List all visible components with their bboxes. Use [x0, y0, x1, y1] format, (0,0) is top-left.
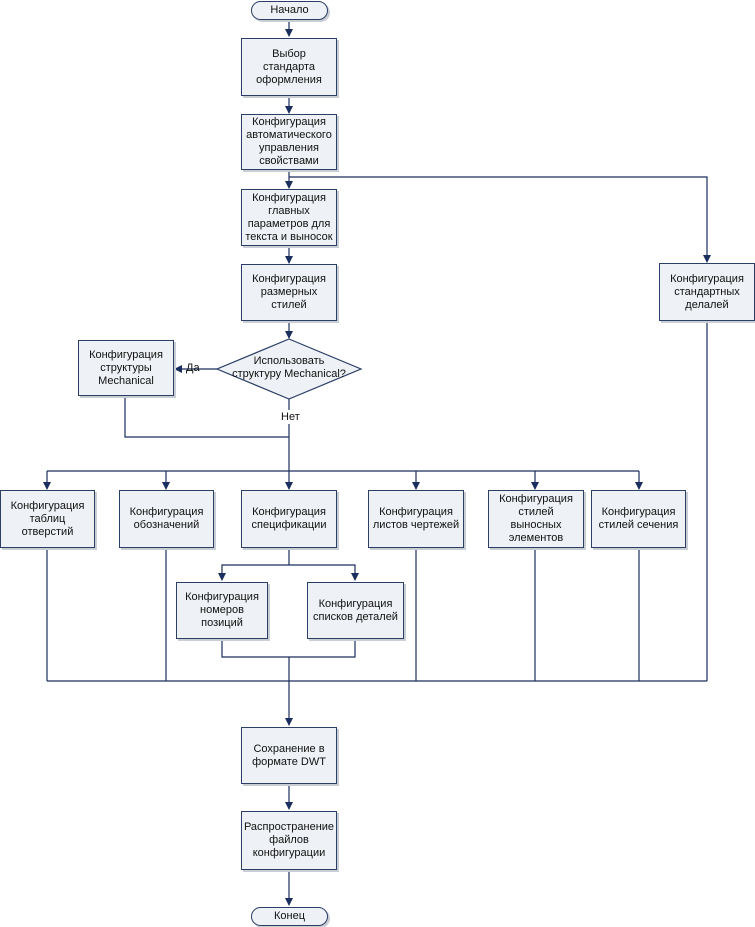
- start-label: Начало: [270, 4, 309, 16]
- text-leaders-box: Конфигурация главных параметров для текс…: [241, 189, 337, 246]
- dim-styles-box: Конфигурация размерных стилей: [241, 264, 337, 321]
- distribute-label: Распространение файлов конфигурации: [243, 821, 335, 859]
- auto-properties-box: Конфигурация автоматического управления …: [241, 114, 337, 170]
- section-styles-box: Конфигурация стилей сечения: [591, 490, 686, 548]
- symbols-label: Конфигурация обозначений: [129, 506, 204, 531]
- hole-tables-box: Конфигурация таблиц отверстий: [0, 490, 95, 548]
- std-parts-box: Конфигурация стандартных делалей: [659, 263, 755, 321]
- edge-split-parts: [289, 564, 359, 581]
- drawing-sheets-box: Конфигурация листов чертежей: [368, 490, 464, 548]
- no-label: Нет: [281, 411, 300, 423]
- std-parts-label: Конфигурация стандартных делалей: [670, 272, 744, 311]
- edge-auto-stdparts: [289, 176, 711, 263]
- leader-styles-box: Конфигурация стилей выносных элементов: [488, 490, 584, 548]
- auto-properties-label: Конфигурация автоматического управления …: [246, 116, 332, 167]
- edge-split-items: [218, 564, 289, 581]
- decision-diamond: [215, 338, 363, 400]
- end-terminal: Конец: [251, 907, 328, 926]
- yes-label: Да: [186, 362, 200, 374]
- edge-sub-merge: [221, 639, 356, 658]
- parts-lists-label: Конфигурация списков деталей: [313, 597, 398, 623]
- hole-tables-label: Конфигурация таблиц отверстий: [10, 499, 85, 538]
- save-dwt-label: Сохранение в формате DWT: [252, 742, 326, 768]
- item-numbers-box: Конфигурация номеров позиций: [176, 582, 268, 639]
- drawing-sheets-label: Конфигурация листов чертежей: [372, 506, 460, 531]
- specs-label: Конфигурация спецификации: [251, 506, 327, 531]
- text-leaders-label: Конфигурация главных параметров для текс…: [245, 191, 333, 243]
- select-standard-box: Выбор стандарта оформления: [241, 38, 337, 96]
- distribute-box: Распространение файлов конфигурации: [241, 811, 337, 870]
- item-numbers-label: Конфигурация номеров позиций: [185, 591, 259, 629]
- decision-label: Использовать структуру Mechanical?: [232, 355, 346, 380]
- leader-styles-label: Конфигурация стилей выносных элементов: [499, 493, 573, 544]
- save-dwt-box: Сохранение в формате DWT: [241, 727, 337, 784]
- section-styles-label: Конфигурация стилей сечения: [598, 506, 679, 531]
- dim-styles-label: Конфигурация размерных стилей: [252, 273, 326, 311]
- parts-lists-box: Конфигурация списков деталей: [307, 582, 404, 639]
- end-label: Конец: [273, 910, 306, 922]
- specs-box: Конфигурация спецификации: [241, 490, 337, 548]
- start-terminal: Начало: [251, 1, 328, 20]
- mech-structure-label: Конфигурация структуры Mechanical: [89, 348, 163, 387]
- select-standard-label: Выбор стандарта оформления: [256, 47, 322, 86]
- edge-mech-merge: [124, 396, 289, 438]
- symbols-box: Конфигурация обозначений: [119, 490, 214, 548]
- mech-structure-box: Конфигурация структуры Mechanical: [78, 340, 174, 396]
